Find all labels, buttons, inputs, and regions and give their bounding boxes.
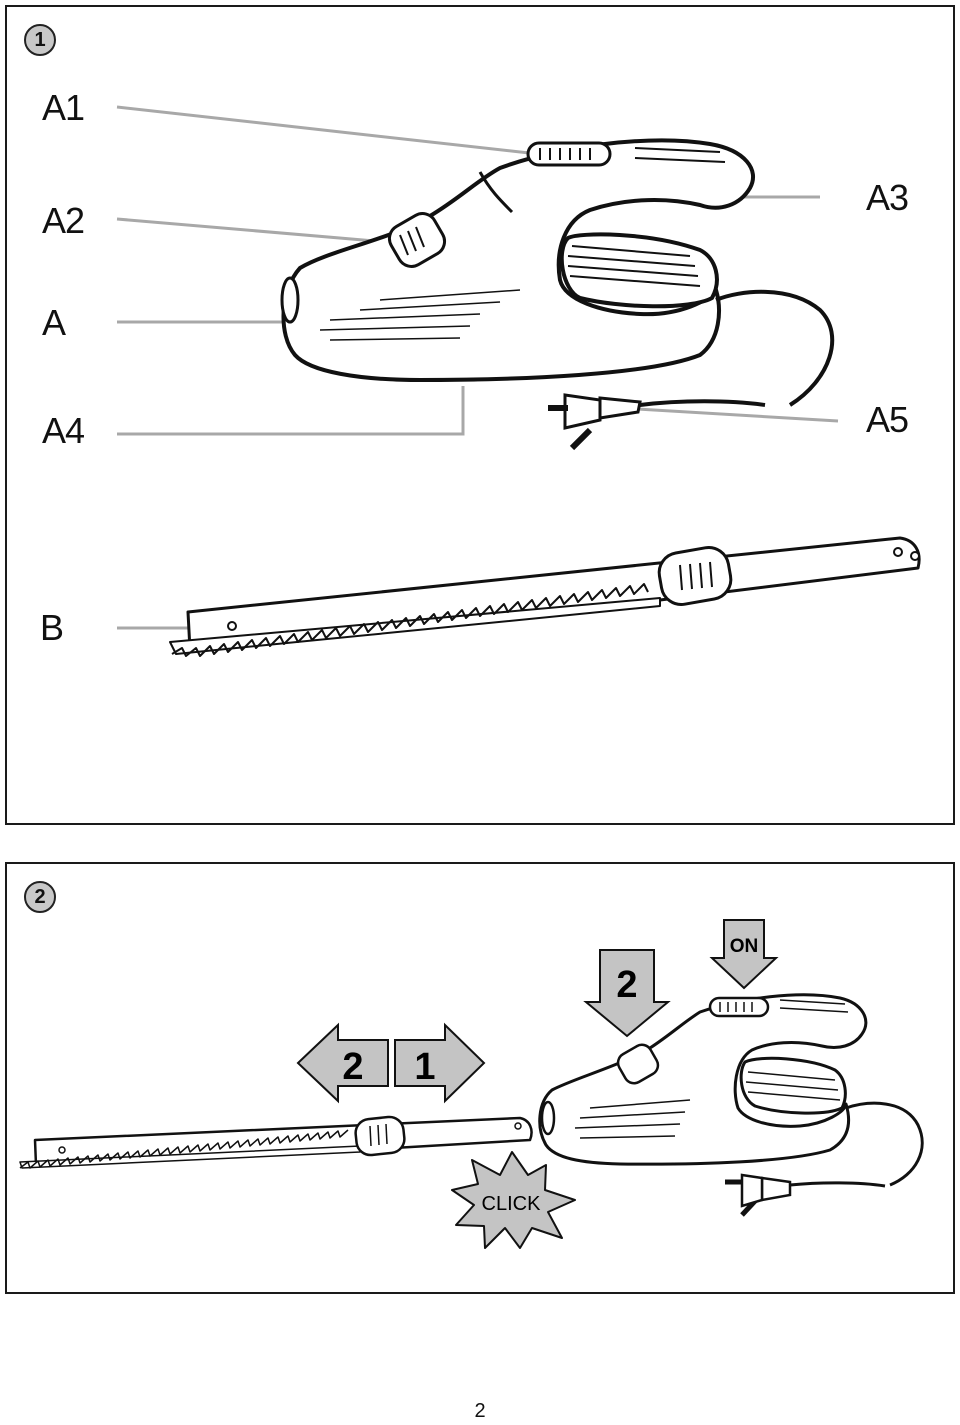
figure-2-illustration: 2 1 2 ON CLICK bbox=[19, 919, 924, 1249]
power-cord-illustration bbox=[548, 289, 835, 451]
callout-a2: A2 bbox=[42, 200, 85, 241]
arrow-left-label: 2 bbox=[342, 1046, 363, 1088]
callout-a1: A1 bbox=[42, 87, 85, 128]
knife-handle-small-illustration bbox=[538, 993, 868, 1166]
knife-handle-illustration bbox=[280, 138, 756, 382]
power-cord-small-illustration bbox=[725, 1101, 924, 1217]
figure-2-badge: 2 bbox=[24, 881, 56, 913]
click-starburst: CLICK bbox=[451, 1151, 576, 1249]
arrow-right-step-1: 1 bbox=[394, 1022, 486, 1104]
arrow-right-label: 1 bbox=[414, 1046, 435, 1088]
figure-1-badge: 1 bbox=[24, 24, 56, 56]
callout-a: A bbox=[42, 302, 66, 343]
callout-b: B bbox=[40, 607, 64, 648]
arrow-left-step-2: 2 bbox=[296, 1022, 389, 1104]
callout-a4: A4 bbox=[42, 410, 85, 451]
click-label: CLICK bbox=[482, 1193, 542, 1215]
page-number: 2 bbox=[474, 1400, 486, 1422]
arrow-on: ON bbox=[709, 919, 779, 990]
callout-a5: A5 bbox=[866, 399, 909, 440]
leader-lines bbox=[116, 105, 839, 630]
figure-1-illustration bbox=[116, 105, 921, 657]
blade-illustration bbox=[169, 536, 921, 657]
callout-a3: A3 bbox=[866, 177, 909, 218]
arrow-down-label: 2 bbox=[616, 964, 637, 1006]
arrow-down-step-2: 2 bbox=[583, 949, 671, 1038]
blade-small-illustration bbox=[19, 1115, 533, 1169]
arrow-on-label: ON bbox=[730, 936, 759, 957]
figure-1-panel bbox=[5, 5, 955, 825]
